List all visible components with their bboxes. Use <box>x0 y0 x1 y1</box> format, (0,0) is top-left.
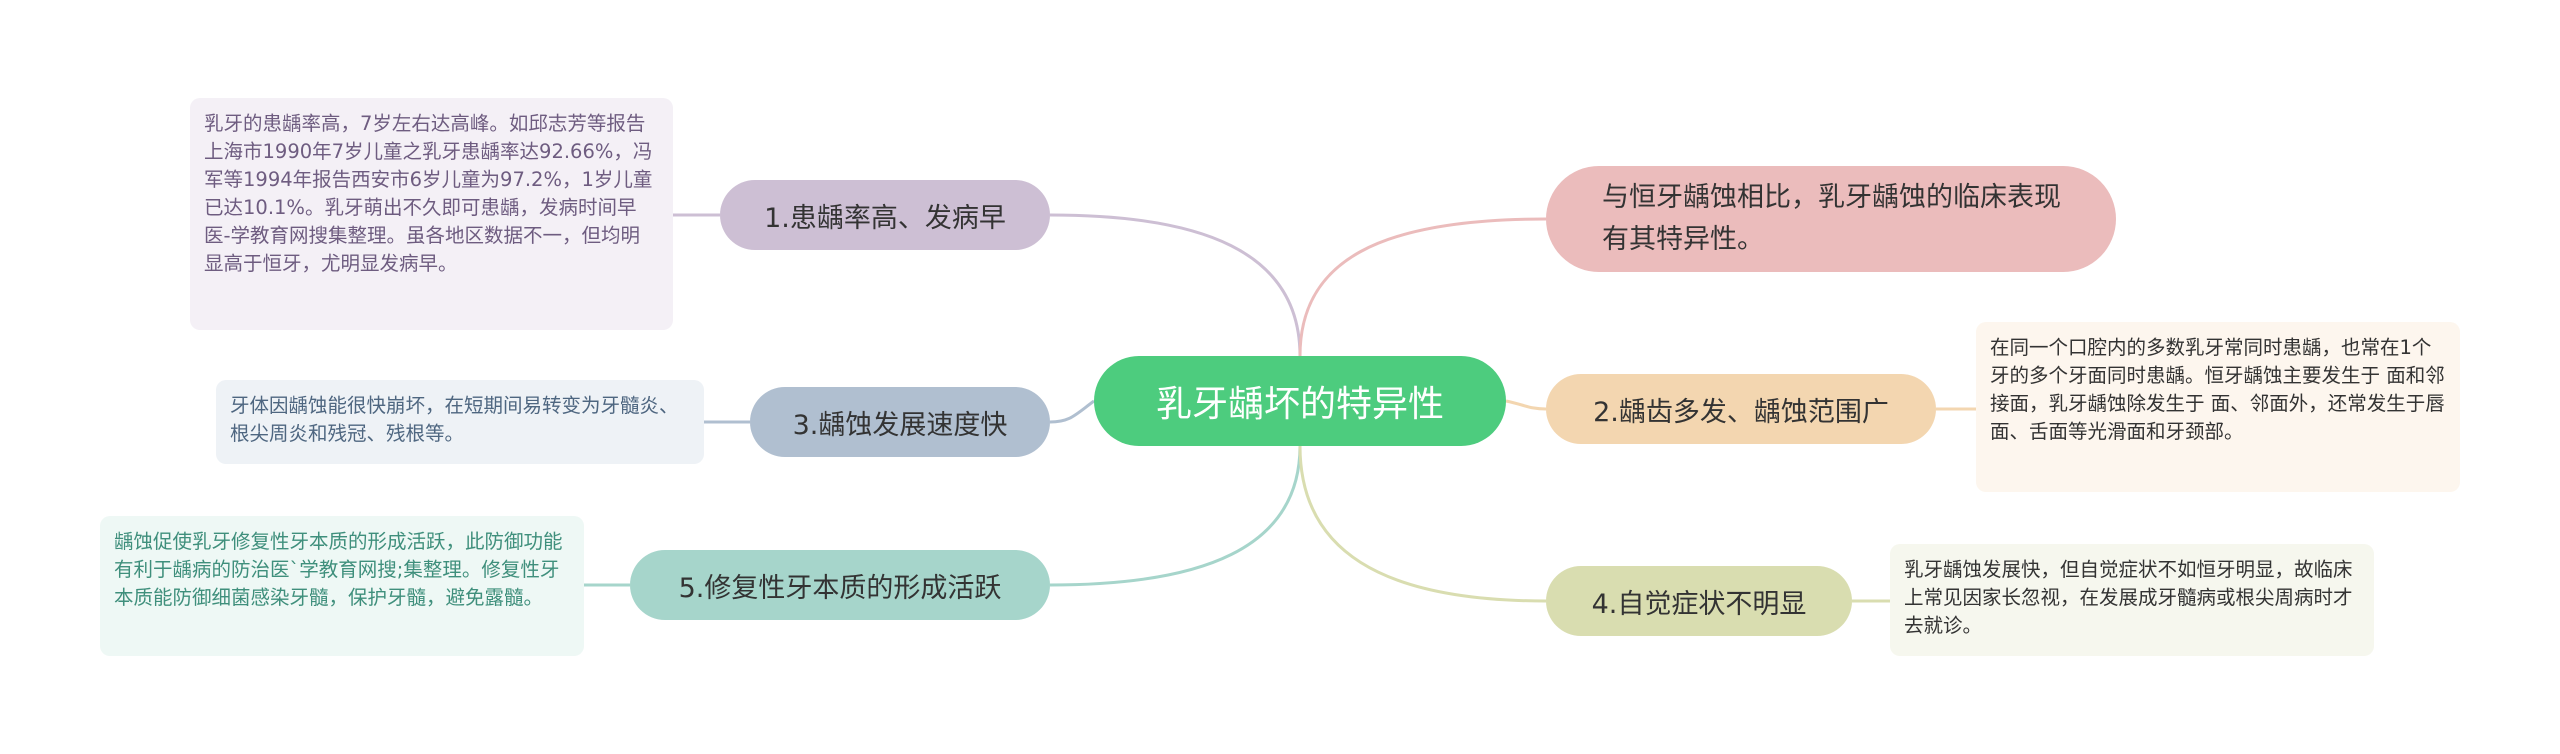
link-root-b4 <box>1298 445 1547 603</box>
leaf-mild-symptoms[interactable]: 乳牙龋蚀发展快，但自觉症状不如恒牙明显，故临床上常见因家长忽视，在发展成牙髓病或… <box>1890 544 2374 656</box>
branch-intro-text: 与恒牙龋蚀相比，乳牙龋蚀的临床表现有其特异性。 <box>1602 182 2061 255</box>
branch-mild-symptoms[interactable]: 4.自觉症状不明显 <box>1546 566 1852 636</box>
branch-high-caries-rate[interactable]: 1.患龋率高、发病早 <box>720 180 1050 250</box>
link-root-b2 <box>1505 399 1547 411</box>
link-root-b1 <box>1049 213 1302 357</box>
branch-intro[interactable]: 与恒牙龋蚀相比，乳牙龋蚀的临床表现有其特异性。 <box>1546 166 2116 272</box>
link-root-b5 <box>1049 445 1302 587</box>
branch-reparative-dentin[interactable]: 5.修复性牙本质的形成活跃 <box>630 550 1050 620</box>
link-root-intro <box>1298 217 1547 357</box>
leaf-high-caries-rate[interactable]: 乳牙的患龋率高，7岁左右达高峰。如邱志芳等报告上海市1990年7岁儿童之乳牙患龋… <box>190 98 673 330</box>
root-topic[interactable]: 乳牙龋坏的特异性 <box>1094 356 1506 446</box>
branch-multiple-caries[interactable]: 2.龋齿多发、龋蚀范围广 <box>1546 374 1936 444</box>
link-root-b3 <box>1049 399 1095 424</box>
leaf-multiple-caries[interactable]: 在同一个口腔内的多数乳牙常同时患龋，也常在1个牙的多个牙面同时患龋。恒牙龋蚀主要… <box>1976 322 2460 492</box>
leaf-reparative-dentin[interactable]: 龋蚀促使乳牙修复性牙本质的形成活跃，此防御功能有利于龋病的防治医`学教育网搜;集… <box>100 516 584 656</box>
branch-fast-progression[interactable]: 3.龋蚀发展速度快 <box>750 387 1050 457</box>
leaf-fast-progression[interactable]: 牙体因龋蚀能很快崩坏，在短期间易转变为牙髓炎、根尖周炎和残冠、残根等。 <box>216 380 704 464</box>
